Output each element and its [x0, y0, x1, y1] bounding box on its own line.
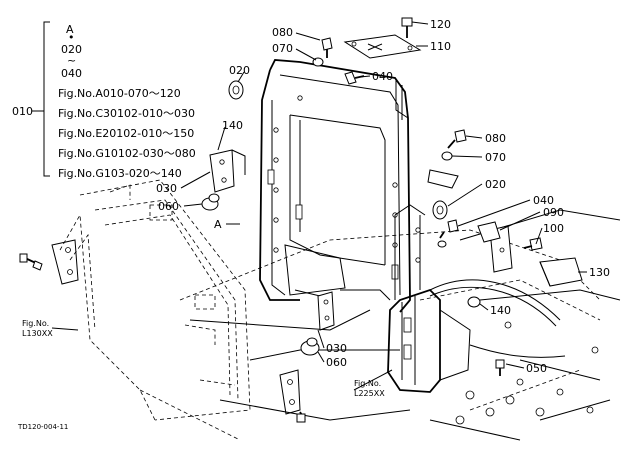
bolt-icon — [401, 17, 413, 38]
ref-070-top: 070 — [272, 42, 293, 55]
fig-ref-left-b: L130XX — [22, 329, 53, 338]
ref-080-top: 080 — [272, 26, 293, 39]
list-dot: • — [68, 31, 75, 44]
ref-030-center: 030 — [326, 342, 347, 355]
drawing-code: TD120-004-11 — [17, 423, 68, 431]
bolt-icon — [312, 37, 333, 67]
ref-080-right: 080 — [485, 132, 506, 145]
radiator-frame — [59, 179, 251, 421]
bolt-icon — [19, 253, 43, 271]
list-tilde: ~ — [67, 54, 76, 67]
fig-ref-left-a: Fig.No. — [22, 319, 49, 328]
center-bracket — [317, 291, 335, 331]
ref-040-right: 040 — [533, 194, 554, 207]
ref-010: 010 — [12, 105, 33, 118]
left-side-bracket — [51, 239, 79, 285]
background-frame — [139, 209, 621, 441]
list-line-3: Fig.No.A010-070～120 — [58, 87, 181, 100]
top-cover-plate — [343, 34, 422, 120]
fig-ref-right-b: L225XX — [354, 389, 385, 398]
fan-shroud — [259, 59, 411, 313]
lower-bracket — [279, 369, 301, 415]
list-line-4: Fig.No.C30102-010～030 — [58, 107, 195, 120]
ref-060-center: 060 — [326, 356, 347, 369]
ref-110: 110 — [430, 40, 451, 53]
ref-020-left: 020 — [229, 64, 250, 77]
drain-hose — [429, 279, 566, 358]
list-line-7: Fig.No.G103-020～140 — [58, 167, 182, 180]
right-shroud-panel — [387, 204, 471, 393]
bushing-icon — [228, 80, 244, 100]
rubber-mount-icon — [201, 193, 220, 211]
bolt-icon — [437, 219, 459, 248]
bolt-icon — [344, 71, 365, 85]
bracket-icon — [427, 169, 459, 189]
leader-lines — [32, 21, 587, 391]
shroud-bracket — [209, 149, 246, 193]
bolt-icon — [523, 237, 543, 251]
fig-ref-right-a: Fig.No. — [354, 379, 381, 388]
list-line-6: Fig.No.G10102-030～080 — [58, 147, 196, 160]
ref-060-left: 060 — [158, 200, 179, 213]
list-line-2: 040 — [61, 67, 82, 80]
part-labels: 080 070 020 040 120 110 140 030 060 A 08… — [156, 18, 610, 375]
list-head: A — [66, 23, 74, 36]
mount-bracket — [477, 221, 513, 273]
ref-120: 120 — [430, 18, 451, 31]
list-line-1: 020 — [61, 43, 82, 56]
ref-040-top: 040 — [372, 70, 393, 83]
ref-140-left: 140 — [222, 119, 243, 132]
ref-130: 130 — [589, 266, 610, 279]
ref-030-left: 030 — [156, 182, 177, 195]
rubber-mount-icon — [300, 337, 320, 356]
list-line-5: Fig.No.E20102-010～150 — [58, 127, 194, 140]
bolt-icon — [495, 359, 505, 376]
marker-a: A — [214, 218, 222, 231]
figure-references: Fig.No. L130XX Fig.No. L225XX — [22, 319, 385, 398]
bolt-icon — [296, 411, 306, 423]
bushing-icon — [432, 200, 448, 220]
ref-140-right: 140 — [490, 304, 511, 317]
ref-020-right: 020 — [485, 178, 506, 191]
rubber-pad-icon — [539, 257, 583, 287]
bolt-icon — [441, 129, 467, 161]
ref-070-right: 070 — [485, 151, 506, 164]
assembly-bracket-list: 010 A • 020 ~ 040 Fig.No.A010-070～120 Fi… — [12, 21, 196, 180]
ref-100: 100 — [543, 222, 564, 235]
ref-090: 090 — [543, 206, 564, 219]
grommet-icon — [467, 296, 481, 308]
ref-050: 050 — [526, 362, 547, 375]
